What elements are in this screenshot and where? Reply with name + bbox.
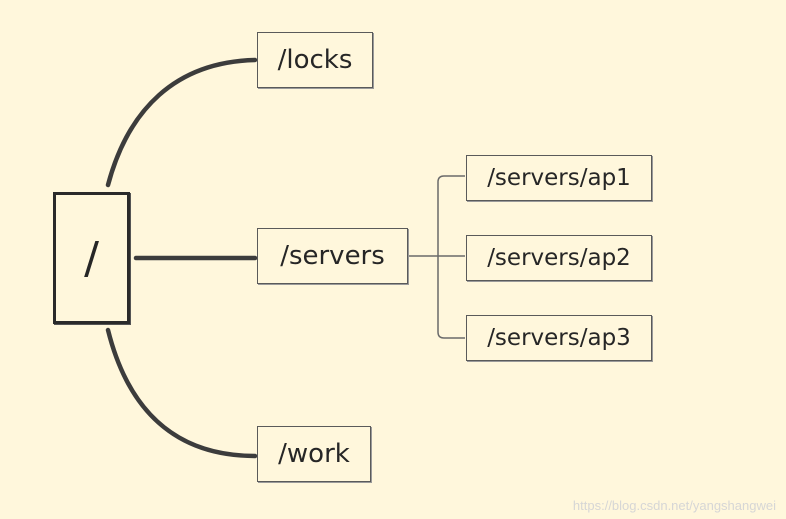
connector-servers-vertical xyxy=(437,175,445,339)
servers-node: /servers xyxy=(257,228,408,284)
connector-root-work xyxy=(105,327,258,459)
connector-root-locks xyxy=(105,57,258,188)
root-node: / xyxy=(53,192,130,324)
servers-ap1-node: /servers/ap1 xyxy=(466,155,652,201)
locks-node: /locks xyxy=(257,32,373,88)
watermark: https://blog.csdn.net/yangshangwei xyxy=(572,498,776,513)
work-node: /work xyxy=(257,426,371,482)
servers-ap2-node: /servers/ap2 xyxy=(466,235,652,281)
servers-ap3-node: /servers/ap3 xyxy=(466,315,652,361)
